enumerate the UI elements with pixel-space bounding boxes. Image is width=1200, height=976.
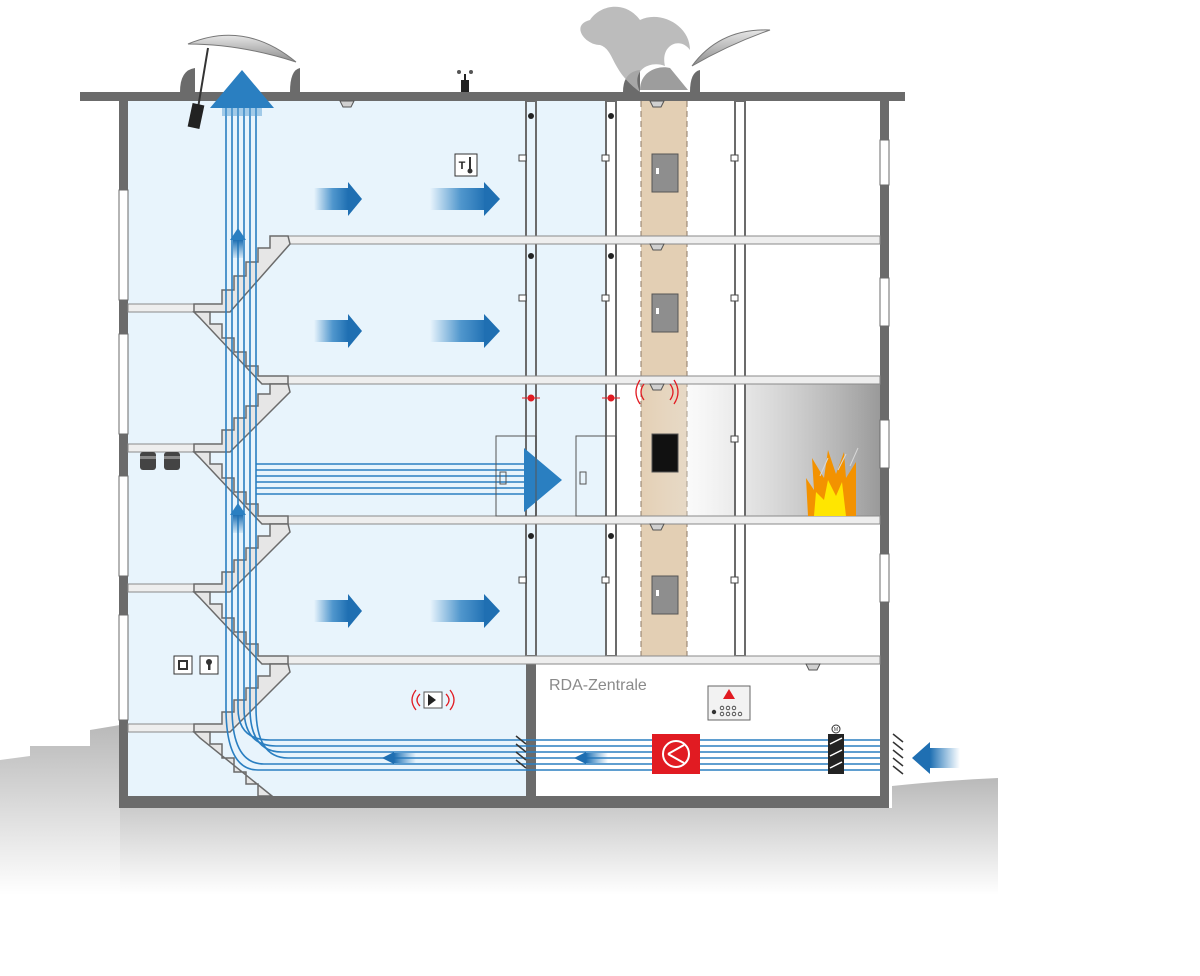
door-magnet-icon bbox=[608, 113, 614, 119]
airflow-riser bbox=[225, 96, 880, 771]
door-magnet-icon bbox=[528, 113, 534, 119]
landing-2 bbox=[127, 443, 195, 453]
svg-text:M: M bbox=[834, 727, 838, 733]
stair-door bbox=[495, 435, 537, 517]
floor-slab-2 bbox=[287, 515, 881, 525]
door-hinge-icon bbox=[601, 576, 610, 584]
airflow-up-stem bbox=[222, 108, 262, 116]
fire-icon bbox=[806, 447, 859, 516]
motorized-damper-icon: M bbox=[828, 724, 844, 774]
window-right-3 bbox=[879, 419, 890, 469]
pressure-relief-icon bbox=[140, 452, 180, 470]
door-magnet-icon bbox=[608, 533, 614, 539]
floor-slab-1 bbox=[287, 655, 881, 665]
airflow-arrow-left bbox=[382, 752, 416, 764]
control-panel-icon bbox=[707, 685, 751, 721]
door-magnet-icon bbox=[528, 253, 534, 259]
door-hinge-icon bbox=[518, 576, 527, 584]
alarm-siren-icon bbox=[411, 689, 455, 711]
intake-louver bbox=[892, 733, 904, 775]
roof-upstand-right2 bbox=[690, 70, 700, 92]
window-right-4 bbox=[879, 553, 890, 603]
smoke-detector-icon bbox=[649, 523, 665, 531]
svg-text:T: T bbox=[459, 160, 466, 172]
airflow-arrow bbox=[314, 314, 362, 348]
window-right-2 bbox=[879, 277, 890, 327]
airflow-door-arrow bbox=[524, 448, 562, 512]
smoke-extraction-flap-right bbox=[691, 29, 771, 67]
door-hinge-icon bbox=[730, 294, 739, 302]
window-left-4 bbox=[118, 614, 129, 721]
door-hinge-icon bbox=[518, 154, 527, 162]
elevator-indicator bbox=[656, 590, 659, 596]
basement-floor bbox=[119, 796, 889, 808]
landing-1 bbox=[127, 303, 195, 313]
ground bbox=[0, 725, 120, 895]
key-switch-icon bbox=[199, 655, 219, 675]
door-hinge-icon bbox=[601, 154, 610, 162]
smoke-extraction-flap-left bbox=[187, 34, 297, 129]
floor-slab-4 bbox=[287, 235, 881, 245]
airflow-arrow bbox=[314, 594, 362, 628]
landing-0 bbox=[127, 723, 195, 733]
corridor-door bbox=[575, 435, 617, 517]
basement-divider-wall bbox=[526, 662, 536, 796]
airflow-up-arrow bbox=[230, 228, 246, 258]
smoke-plume-base bbox=[640, 67, 688, 90]
smoke-detector-icon bbox=[339, 100, 355, 108]
airflow-arrow bbox=[314, 182, 362, 216]
ground-right bbox=[120, 778, 998, 895]
roof-upstand-left bbox=[180, 68, 195, 92]
pressure-fan-icon bbox=[652, 734, 700, 774]
wind-sensor-icon bbox=[457, 70, 473, 92]
smoke-detector-alarm-icon bbox=[635, 379, 679, 405]
transfer-louver bbox=[515, 735, 527, 769]
smoke-detector-icon bbox=[649, 100, 665, 108]
door-magnet-icon bbox=[608, 253, 614, 259]
airflow-fire-floor bbox=[256, 463, 535, 495]
window-right-1 bbox=[879, 139, 890, 186]
manual-call-point-icon bbox=[173, 655, 193, 675]
elevator-door-icon bbox=[651, 293, 679, 333]
window-left-1 bbox=[118, 189, 129, 301]
window-left-2 bbox=[118, 333, 129, 435]
roof-slab bbox=[80, 92, 905, 101]
airflow-arrow bbox=[430, 594, 500, 628]
elevator-door-icon bbox=[651, 153, 679, 193]
elevator-indicator bbox=[656, 308, 659, 314]
door-hinge-icon bbox=[518, 294, 527, 302]
door-hinge-icon bbox=[601, 294, 610, 302]
smoke-plume bbox=[580, 6, 690, 93]
floor-slab-3 bbox=[287, 375, 881, 385]
door-hinge-icon bbox=[730, 154, 739, 162]
air-intake-arrow bbox=[912, 742, 960, 774]
airflow-arrow bbox=[430, 314, 500, 348]
door-hinge-icon bbox=[730, 576, 739, 584]
central-unit-label: RDA-Zentrale bbox=[549, 677, 647, 694]
airflow-outlet-arrow bbox=[210, 70, 274, 108]
landing-3 bbox=[127, 583, 195, 593]
airflow-arrow bbox=[430, 182, 500, 216]
staircase bbox=[192, 235, 291, 797]
left-exterior-wall bbox=[119, 101, 128, 808]
airflow-up-arrow bbox=[230, 503, 246, 533]
smoke-detector-icon bbox=[649, 243, 665, 251]
elevator-door-icon bbox=[651, 575, 679, 615]
elevator-door-open-icon bbox=[651, 433, 679, 473]
thermostat-icon: T bbox=[454, 153, 478, 177]
door-magnet-icon bbox=[528, 533, 534, 539]
actuator-icon bbox=[187, 103, 205, 129]
window-left-3 bbox=[118, 475, 129, 577]
elevator-indicator bbox=[656, 168, 659, 174]
smoke-detector-icon bbox=[805, 663, 821, 671]
airflow-arrow-left bbox=[574, 752, 608, 764]
door-hinge-icon bbox=[730, 435, 739, 443]
roof-upstand-left2 bbox=[290, 68, 300, 92]
